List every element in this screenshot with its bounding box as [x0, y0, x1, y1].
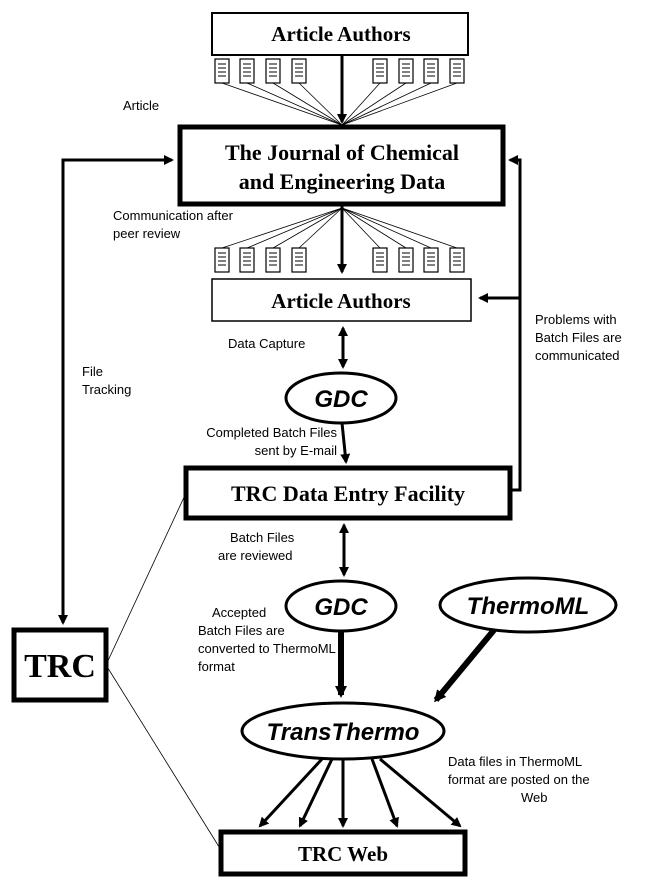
node-gdc-1 — [284, 371, 398, 425]
arrow-problems-to-authors — [478, 293, 522, 492]
fan-lines-mid — [221, 207, 458, 249]
label-communication-1: Communication after — [113, 208, 234, 223]
label-completed-2: sent by E-mail — [255, 443, 337, 458]
label-accepted-2: Batch Files are — [198, 623, 285, 638]
label-communication-2: peer review — [113, 226, 181, 241]
label-datafiles-2: format are posted on the — [448, 772, 590, 787]
node-authors-mid — [211, 278, 472, 322]
node-trc-entry-label: TRC Data Entry Facility — [231, 481, 465, 506]
connector-trc-to-web — [105, 664, 222, 851]
node-journal — [177, 124, 506, 207]
node-journal-line1: The Journal of Chemical — [225, 140, 459, 165]
node-thermoml — [438, 576, 618, 634]
arrow-thermoml-to-transthermo — [433, 628, 497, 703]
node-gdc-2-label: GDC — [314, 594, 368, 621]
arrow-gdc-to-trc-entry — [340, 422, 351, 464]
node-trc-web-label: TRC Web — [298, 842, 388, 866]
node-trc-web — [218, 829, 468, 877]
node-authors-top-label: Article Authors — [271, 22, 410, 46]
label-accepted-3: converted to ThermoML — [198, 641, 336, 656]
label-accepted-4: format — [198, 659, 235, 674]
node-authors-top — [211, 12, 469, 56]
arrow-problems-to-journal — [508, 155, 522, 300]
documents-row-mid — [214, 247, 465, 273]
node-gdc-1-label: GDC — [314, 386, 368, 413]
label-datafiles-3: Web — [521, 790, 548, 805]
label-reviewed-2: are reviewed — [218, 548, 292, 563]
node-trc — [11, 627, 109, 703]
arrow-file-tracking — [58, 155, 174, 625]
label-problems-3: communicated — [535, 348, 620, 363]
node-transthermo-label: TransThermo — [267, 719, 420, 746]
label-data-capture: Data Capture — [228, 336, 305, 351]
label-file-tracking-2: Tracking — [82, 382, 131, 397]
label-file-tracking-1: File — [82, 364, 103, 379]
fan-lines-top — [221, 82, 458, 126]
label-datafiles-1: Data files in ThermoML — [448, 754, 582, 769]
node-trc-label: TRC — [24, 648, 96, 685]
label-problems-2: Batch Files are — [535, 330, 622, 345]
connector-trc-to-entry — [105, 492, 187, 666]
label-problems-1: Problems with — [535, 312, 617, 327]
label-article: Article — [123, 98, 159, 113]
documents-row-top — [214, 58, 465, 84]
label-accepted-1: Accepted — [212, 605, 266, 620]
label-completed-1: Completed Batch Files — [206, 425, 337, 440]
node-journal-line2: and Engineering Data — [239, 169, 446, 194]
node-authors-mid-label: Article Authors — [271, 289, 410, 313]
arrows-transthermo-to-web — [258, 757, 462, 828]
node-thermoml-label: ThermoML — [467, 593, 590, 620]
label-reviewed-1: Batch Files — [230, 530, 295, 545]
